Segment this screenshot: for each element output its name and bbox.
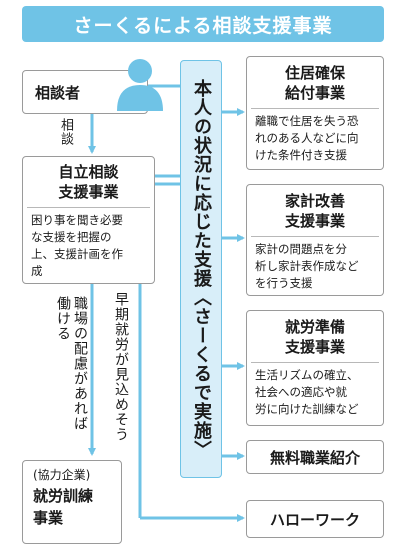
person-icon	[117, 59, 163, 111]
finance-description: 家計の問題点を分 析し家計表作成など を行う支援	[247, 237, 383, 292]
workprep-description: 生活リズムの確立、 社会への適応や就 労に向けた訓練など	[247, 363, 383, 418]
center-support-column: 本人の状況に応じた支援〈さーくるで実施〉	[180, 60, 222, 478]
finance-title-1: 家計改善	[284, 192, 345, 210]
housing-desc-2: れのある人などに向	[255, 131, 359, 145]
workprep-desc-1: 生活リズムの確立、	[255, 368, 359, 382]
finance-desc-3: を行う支援	[255, 276, 313, 290]
center-support-label: 本人の状況に応じた支援〈さーくるで実施〉	[191, 79, 212, 459]
household-finance-box: 家計改善 支援事業 家計の問題点を分 析し家計表作成など を行う支援	[246, 184, 384, 296]
kyoryoku-title-1: 就労訓練	[33, 487, 94, 505]
consultant-box: 相談者	[22, 59, 163, 114]
workprep-title-2: 支援事業	[284, 338, 345, 356]
workprep-title-1: 就労準備	[284, 318, 345, 336]
housing-benefit-box: 住居確保 給付事業 離職で住居を失う恐 れのある人などに向 けた条件付き支援	[246, 56, 384, 170]
housing-desc-1: 離職で住居を失う恐	[255, 114, 359, 128]
consultant-label: 相談者	[35, 84, 81, 102]
hello-work-box: ハローワーク	[246, 500, 384, 538]
work-training-box: (協力企業) 就労訓練 事業	[22, 460, 122, 544]
kyoryoku-note: (協力企業)	[33, 468, 91, 482]
housing-description: 離職で住居を失う恐 れのある人などに向 けた条件付き支援	[247, 109, 383, 164]
workprep-desc-2: 社会への適応や就	[255, 385, 347, 399]
jiritsu-desc-1: 困り事を聞き必要	[31, 213, 123, 227]
early-employment-route-label: 早期就労が見込めそう	[113, 292, 129, 442]
jiritsu-support-box: 自立相談 支援事業 困り事を聞き必要 な支援を把握の 上、支援計画を作 成	[22, 156, 155, 284]
diagram-title: さーくるによる相談支援事業	[22, 6, 384, 42]
jiritsu-desc-4: 成	[31, 264, 43, 278]
jiritsu-description: 困り事を聞き必要 な支援を把握の 上、支援計画を作 成	[23, 208, 154, 280]
consult-arrow-label: 相談	[58, 118, 73, 146]
housing-desc-3: けた条件付き支援	[255, 148, 347, 162]
free-job-placement-box: 無料職業紹介	[246, 440, 384, 474]
housing-title-2: 給付事業	[284, 84, 345, 102]
hello-work-label: ハローワーク	[269, 510, 360, 529]
finance-title-2: 支援事業	[284, 212, 345, 230]
jiritsu-desc-3: 上、支援計画を作	[31, 247, 123, 261]
work-prep-box: 就労準備 支援事業 生活リズムの確立、 社会への適応や就 労に向けた訓練など	[246, 310, 384, 426]
workprep-desc-3: 労に向けた訓練など	[255, 402, 359, 416]
workplace-route-label: 職場の配慮があれば働ける	[55, 296, 88, 431]
kyoryoku-title-2: 事業	[33, 509, 64, 527]
workprep-divider	[251, 362, 379, 363]
housing-divider	[251, 108, 379, 109]
jiritsu-title-1: 自立相談	[58, 163, 119, 181]
finance-divider	[251, 236, 379, 237]
finance-desc-2: 析し家計表作成など	[255, 259, 359, 273]
jiritsu-title-2: 支援事業	[58, 183, 119, 201]
jiritsu-divider	[27, 207, 150, 208]
free-job-label: 無料職業紹介	[269, 448, 360, 467]
finance-desc-1: 家計の問題点を分	[255, 242, 347, 256]
jiritsu-desc-2: な支援を把握の	[31, 230, 112, 244]
housing-title-1: 住居確保	[284, 64, 345, 82]
